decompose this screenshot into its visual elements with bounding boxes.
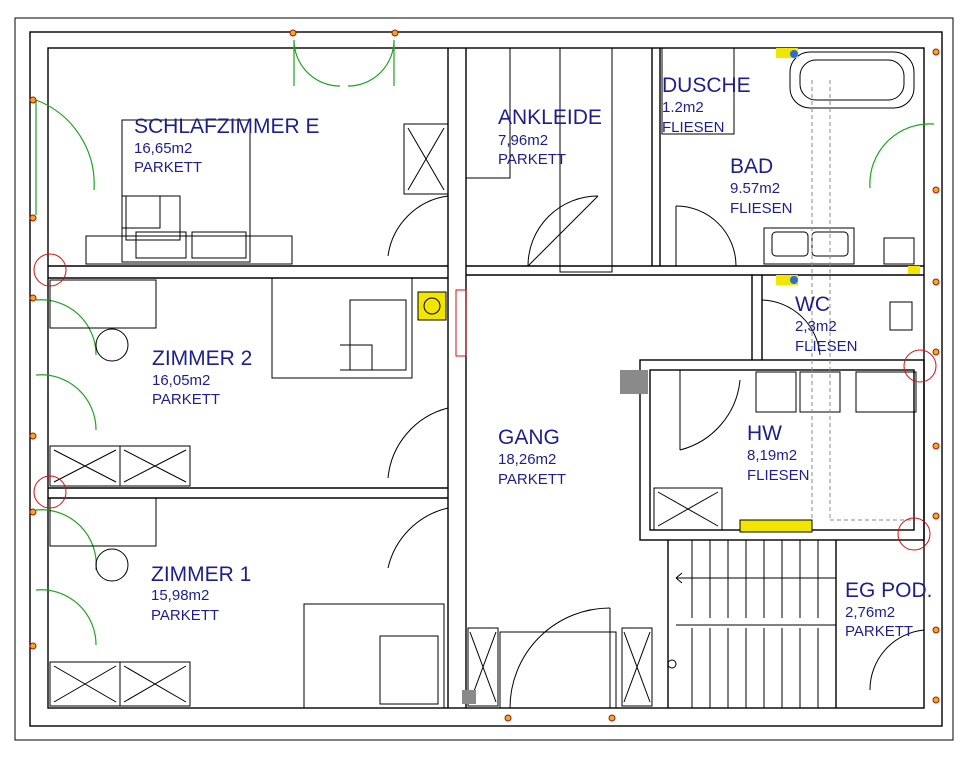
windows-exterior <box>35 39 935 646</box>
room-hw: HW 8,19m2 FLIESEN <box>747 422 810 484</box>
room-dusche: DUSCHE 1.2m2 FLIESEN <box>662 74 751 136</box>
outer-frame <box>14 17 954 741</box>
doors-interior <box>387 195 925 709</box>
reference-circles <box>33 253 937 551</box>
room-eg-pod: EG POD. 2,76m2 PARKETT <box>845 579 933 640</box>
room-area: 16,05m2 <box>152 372 210 389</box>
room-name: WC <box>795 293 830 316</box>
room-floor: PARKETT <box>498 471 566 488</box>
room-area: 18,26m2 <box>498 451 556 468</box>
room-floor: FLIESEN <box>730 200 793 217</box>
room-name: SCHLAFZIMMER E <box>134 115 320 138</box>
dashed-lines <box>811 80 914 521</box>
room-area: 9.57m2 <box>730 180 780 197</box>
room-area: 2,76m2 <box>845 604 895 621</box>
room-area: 2,3m2 <box>795 318 837 335</box>
room-area: 1.2m2 <box>662 99 704 116</box>
room-name: HW <box>747 422 782 445</box>
room-floor: FLIESEN <box>662 119 725 136</box>
room-name: ZIMMER 1 <box>151 563 251 586</box>
room-name: BAD <box>730 155 773 178</box>
room-floor: PARKETT <box>152 391 220 408</box>
room-area: 16,65m2 <box>134 140 192 157</box>
room-floor: PARKETT <box>498 151 566 168</box>
room-floor: PARKETT <box>151 607 219 624</box>
room-floor: PARKETT <box>134 159 202 176</box>
room-ankleide: ANKLEIDE 7,96m2 PARKETT <box>498 106 602 168</box>
room-area: 7,96m2 <box>498 132 548 149</box>
room-name: GANG <box>498 426 560 449</box>
room-wc: WC 2,3m2 FLIESEN <box>795 293 858 355</box>
room-name: EG POD. <box>845 579 933 602</box>
room-zimmer2: ZIMMER 2 16,05m2 PARKETT <box>152 347 252 408</box>
room-area: 8,19m2 <box>747 447 797 464</box>
wall-markers <box>29 29 940 722</box>
staircase <box>667 540 836 708</box>
room-gang: GANG 18,26m2 PARKETT <box>498 426 566 488</box>
room-area: 15,98m2 <box>151 587 209 604</box>
room-bad: BAD 9.57m2 FLIESEN <box>730 155 793 217</box>
room-schlafzimmer: SCHLAFZIMMER E 16,65m2 PARKETT <box>134 115 320 176</box>
fixtures-color <box>417 48 920 704</box>
room-name: ZIMMER 2 <box>152 347 252 370</box>
room-name: ANKLEIDE <box>498 106 602 129</box>
furniture <box>49 47 917 709</box>
room-floor: FLIESEN <box>747 467 810 484</box>
room-name: DUSCHE <box>662 74 751 97</box>
room-floor: PARKETT <box>845 623 913 640</box>
room-zimmer1: ZIMMER 1 15,98m2 PARKETT <box>151 563 251 624</box>
room-floor: FLIESEN <box>795 338 858 355</box>
